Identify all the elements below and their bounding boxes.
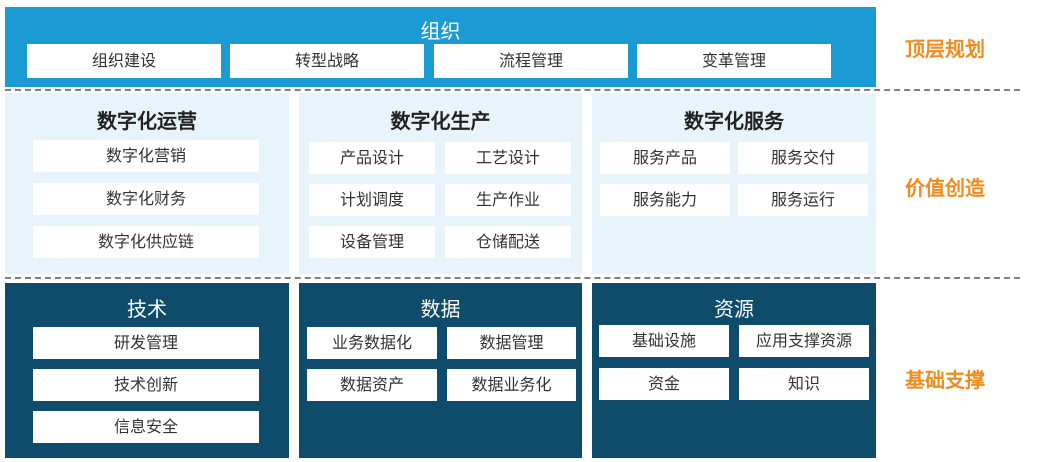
support-item-rd: 研发管理: [33, 327, 259, 359]
support-col-technology-title: 技术: [127, 297, 167, 321]
support-col-data-title: 数据: [420, 297, 461, 321]
value-col-production-title: 数字化生产: [390, 109, 491, 133]
support-col-resources-title: 资源: [714, 297, 754, 321]
support-item-data-management: 数据管理: [447, 327, 576, 359]
value-item-service-product: 服务产品: [600, 142, 730, 174]
value-col-operations: 数字化运营 数字化营销 数字化财务 数字化供应链: [5, 93, 289, 274]
value-item-service-operation: 服务运行: [738, 184, 868, 216]
side-label-value-creation: 价值创造: [905, 176, 985, 200]
support-item-infrastructure: 基础设施: [599, 325, 729, 357]
org-item-change: 变革管理: [637, 44, 831, 78]
value-item-process-design: 工艺设计: [445, 142, 571, 174]
value-item-finance: 数字化财务: [33, 183, 259, 215]
support-item-datafication: 业务数据化: [307, 327, 437, 359]
side-label-foundation: 基础支撑: [905, 368, 985, 392]
value-col-service: 数字化服务 服务产品 服务交付 服务能力 服务运行: [592, 93, 876, 274]
org-item-strategy: 转型战略: [230, 44, 424, 78]
value-item-scheduling: 计划调度: [309, 184, 435, 216]
value-item-service-capability: 服务能力: [600, 184, 730, 216]
support-item-data-assets: 数据资产: [307, 369, 437, 401]
separator-bottom: [5, 277, 1020, 279]
value-col-service-title: 数字化服务: [684, 109, 784, 133]
value-item-marketing: 数字化营销: [33, 140, 259, 172]
value-col-production: 数字化生产 产品设计 工艺设计 计划调度 生产作业 设备管理 仓储配送: [299, 93, 582, 274]
separator-top: [5, 89, 1020, 91]
value-item-product-design: 产品设计: [309, 142, 435, 174]
support-item-security: 信息安全: [33, 411, 259, 443]
support-col-resources: 资源 基础设施 应用支撑资源 资金 知识: [592, 283, 876, 458]
value-item-service-delivery: 服务交付: [738, 142, 868, 174]
org-item-building: 组织建设: [27, 44, 221, 78]
org-item-process: 流程管理: [434, 44, 628, 78]
side-label-top-planning: 顶层规划: [905, 37, 985, 61]
support-item-data-business: 数据业务化: [447, 369, 576, 401]
value-item-operations: 生产作业: [445, 184, 571, 216]
support-item-capital: 资金: [599, 368, 729, 400]
value-item-supply-chain: 数字化供应链: [33, 226, 259, 258]
org-band: 组织 组织建设 转型战略 流程管理 变革管理: [5, 7, 876, 87]
value-item-equipment: 设备管理: [309, 226, 435, 258]
value-col-operations-title: 数字化运营: [97, 109, 197, 133]
support-col-data: 数据 业务数据化 数据管理 数据资产 数据业务化: [299, 283, 582, 458]
value-item-warehousing: 仓储配送: [445, 226, 571, 258]
support-item-innovation: 技术创新: [33, 369, 259, 401]
org-title: 组织: [420, 19, 461, 43]
support-col-technology: 技术 研发管理 技术创新 信息安全: [5, 283, 289, 458]
support-item-application-resources: 应用支撑资源: [739, 325, 869, 357]
support-item-knowledge: 知识: [739, 368, 869, 400]
